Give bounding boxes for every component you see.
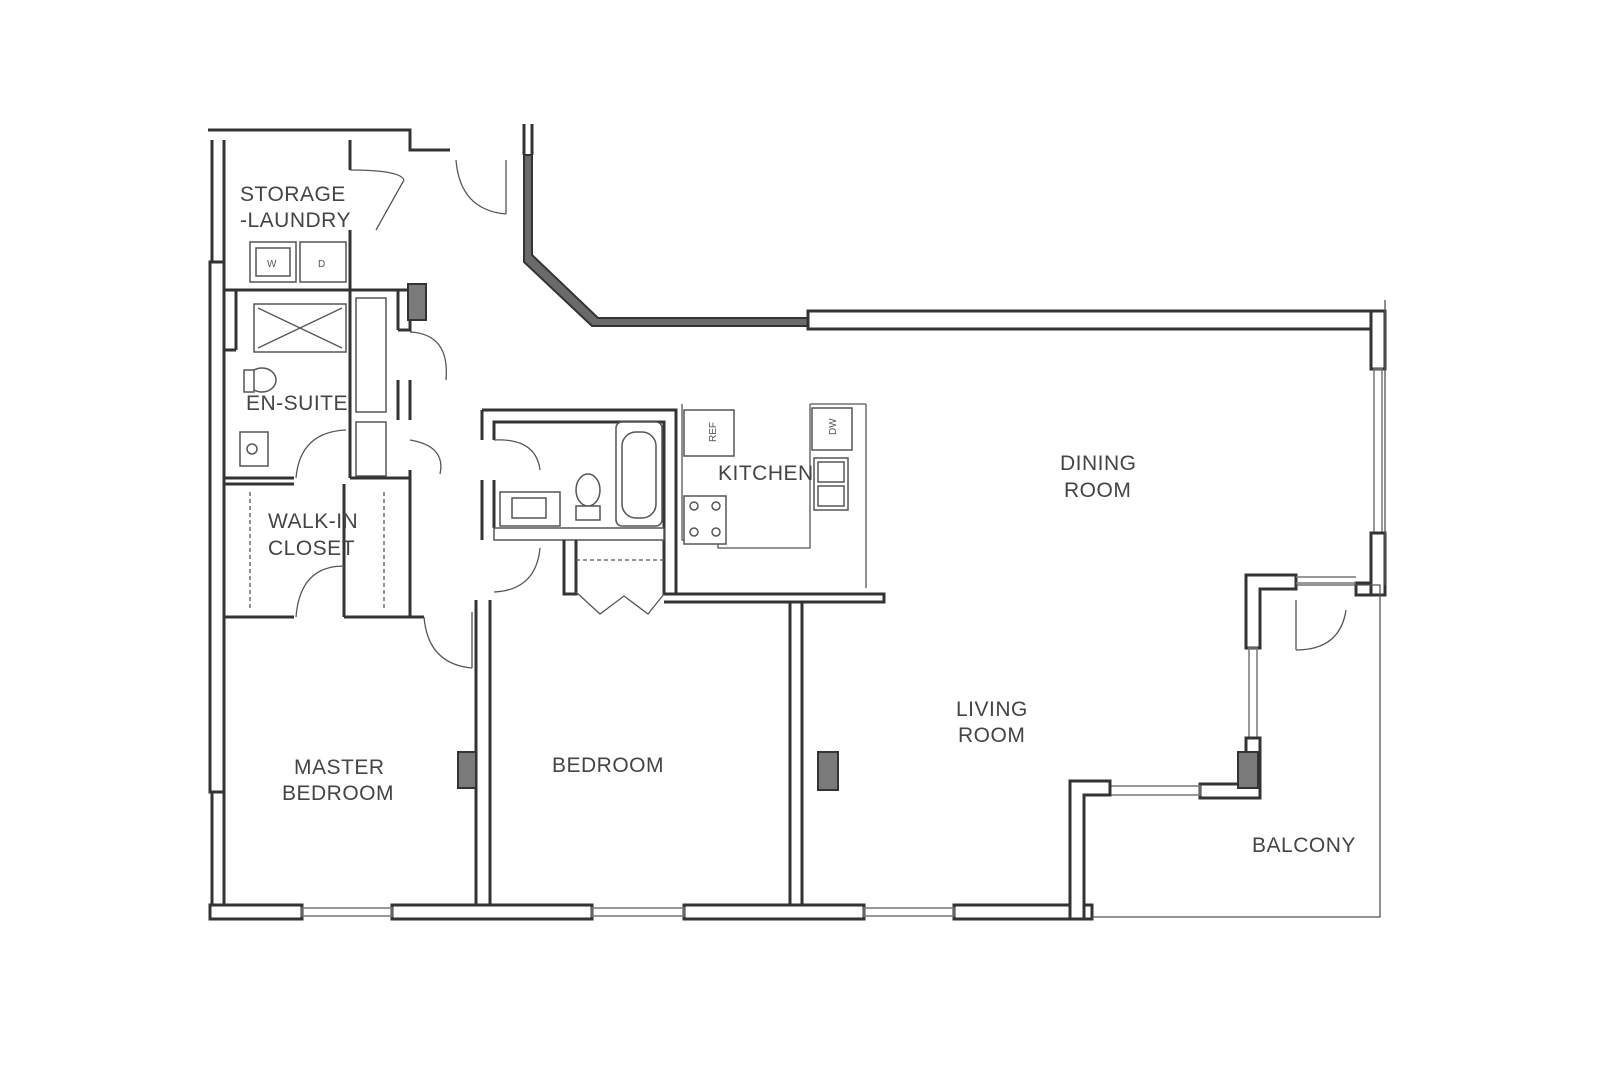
label-living: LIVING [956,698,1028,721]
column-master [457,751,477,789]
dishwasher [811,407,853,451]
window-balcony-front [1109,785,1201,796]
window-right [1373,368,1383,534]
dishwasher-label: DW [828,418,839,435]
balcony-railing [1092,584,1381,918]
linen-closet-2 [355,421,387,477]
window-bottom-1 [301,907,393,917]
top-wall [806,309,1373,331]
refrigerator [683,409,735,457]
dryer-label: D [318,259,325,270]
label-en-suite: EN-SUITE [246,392,348,415]
label-master: MASTER [294,756,385,779]
balcony-inset-wall-top [1244,573,1298,650]
label-storage: STORAGE [240,183,346,206]
door-swings [295,159,1347,669]
interior-walls [224,140,886,905]
label-walk-in: WALK-IN [268,510,358,533]
living-room-corner-wall [1068,779,1112,921]
exterior-walls [208,124,1387,921]
left-exterior-wall [208,260,226,794]
refrigerator-label: REF [708,422,719,442]
label-kitchen: KITCHEN [718,462,814,485]
room-labels: STORAGE -LAUNDRY EN-SUITE WALK-IN CLOSET… [240,183,1356,857]
label-dining-room: ROOM [1064,479,1131,502]
bath-toilet [575,473,601,507]
right-wall-upper [1369,309,1387,371]
bottom-wall-2 [390,903,594,921]
label-laundry: -LAUNDRY [240,209,351,232]
window-balcony-side [1248,647,1258,739]
fixtures: W D REF DW [239,241,853,545]
label-bedroom: BEDROOM [552,754,664,777]
bottom-wall-1 [208,903,304,921]
bedroom-closet-bifold-door [575,591,665,615]
column-storage [407,283,427,321]
bath-counter-strip [493,527,665,541]
label-balcony: BALCONY [1252,834,1356,857]
angled-top-wall [523,154,809,327]
balcony-column [1237,751,1259,789]
label-living-room: ROOM [958,724,1025,747]
dryer [299,241,347,283]
label-master-bedroom: BEDROOM [282,782,394,805]
washer-label: W [267,259,277,270]
label-dining: DINING [1060,452,1137,475]
label-closet: CLOSET [268,537,355,560]
window-bottom-2 [591,907,685,917]
right-wall-lower [1369,531,1387,597]
column-bedroom [817,751,839,791]
window-bottom-3 [863,907,955,917]
linen-closet [355,297,387,413]
bottom-wall-3 [682,903,866,921]
